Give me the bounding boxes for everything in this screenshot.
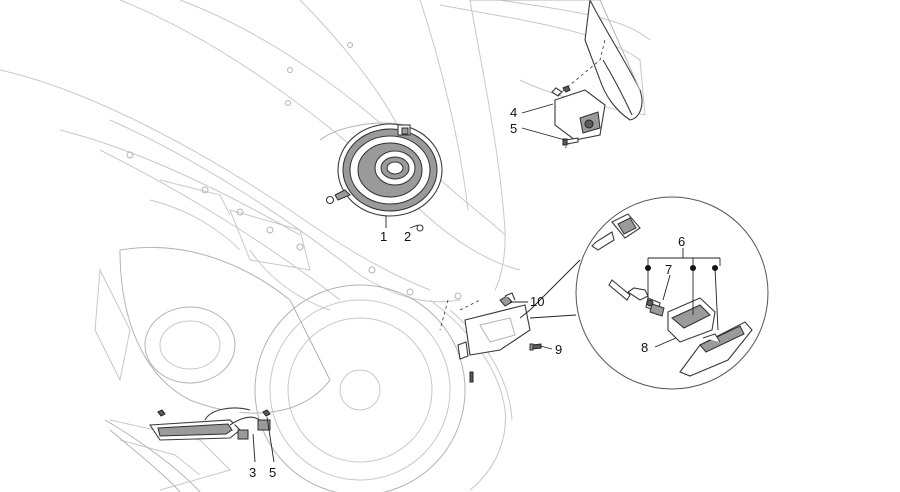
inset-bulb — [608, 279, 665, 317]
callout-4: 4 — [510, 105, 517, 120]
part-3-indicator — [149, 407, 271, 441]
inset-connector — [591, 213, 641, 251]
license-light-holder — [457, 304, 542, 383]
callout-5-bottom: 5 — [269, 465, 276, 480]
part-8-lamp-body — [667, 297, 716, 343]
callout-8: 8 — [641, 340, 648, 355]
callout-9: 9 — [555, 342, 562, 357]
callout-5-top: 5 — [510, 121, 517, 136]
scooter-body-ghost — [0, 0, 651, 492]
detail-inset — [575, 196, 769, 390]
screw-top — [562, 85, 571, 93]
inset-lens-cover — [679, 321, 753, 377]
inset-leader-line — [519, 259, 581, 319]
callout-2: 2 — [404, 229, 411, 244]
callout-leaders — [252, 103, 721, 463]
rear-light-housing — [470, 0, 643, 121]
part-1-horn — [319, 122, 443, 232]
screw-bottom — [562, 137, 579, 146]
callout-6: 6 — [678, 234, 685, 249]
callout-1: 1 — [380, 229, 387, 244]
callout-3: 3 — [249, 465, 256, 480]
callout-10: 10 — [530, 294, 544, 309]
part-4-connector-bracket — [551, 87, 606, 141]
part-10-clip — [499, 292, 516, 307]
callout-7: 7 — [665, 262, 672, 277]
